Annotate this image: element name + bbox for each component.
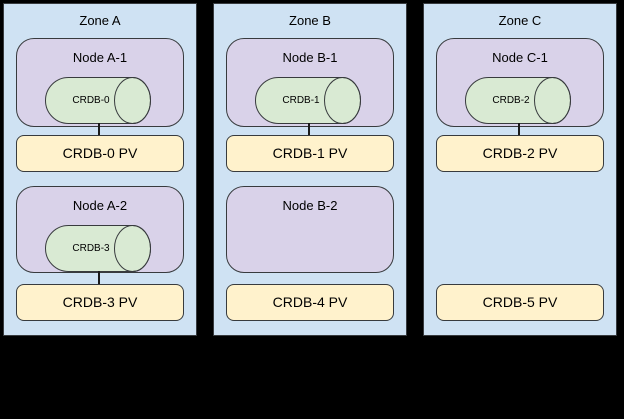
crdb-3-pv-box: CRDB-3 PV: [16, 284, 184, 321]
crdb-5-pv-box: CRDB-5 PV: [436, 284, 604, 321]
crdb-3-label: CRDB-3: [72, 243, 110, 254]
crdb-1-pv-label: CRDB-1 PV: [272, 145, 348, 161]
node-a2-title: Node A-2: [72, 198, 128, 213]
connector-a2-pv: [98, 271, 100, 285]
connector-a1-pv: [98, 123, 100, 136]
crdb-1-pv-box: CRDB-1 PV: [226, 135, 394, 172]
node-b1-title: Node B-1: [282, 50, 338, 65]
node-a1-title: Node A-1: [72, 50, 128, 65]
crdb-2-cylinder-icon: CRDB-2: [465, 77, 571, 124]
crdb-0-cylinder-icon: CRDB-0: [45, 77, 151, 124]
zone-b: Zone B Node B-1 CRDB-1 CRDB-1 PV Node B-…: [213, 3, 407, 336]
crdb-2-pv-label: CRDB-2 PV: [482, 145, 558, 161]
zone-a-title: Zone A: [79, 13, 121, 28]
connector-b1-pv: [308, 123, 310, 136]
node-c1-title: Node C-1: [492, 50, 548, 65]
zone-c-title: Zone C: [498, 13, 542, 28]
node-b2: Node B-2: [226, 186, 394, 273]
crdb-0-label: CRDB-0: [72, 95, 110, 106]
crdb-0-pv-label: CRDB-0 PV: [62, 145, 138, 161]
crdb-1-label: CRDB-1: [282, 95, 320, 106]
crdb-0-pv-box: CRDB-0 PV: [16, 135, 184, 172]
zone-b-title: Zone B: [289, 13, 331, 28]
node-b2-title: Node B-2: [282, 198, 338, 213]
crdb-3-cylinder-icon: CRDB-3: [45, 225, 151, 272]
connector-c1-pv: [518, 123, 520, 136]
crdb-4-pv-label: CRDB-4 PV: [272, 294, 348, 310]
zone-c: Zone C Node C-1 CRDB-2 CRDB-2 PV CRDB-5 …: [423, 3, 617, 336]
crdb-1-cylinder-icon: CRDB-1: [255, 77, 361, 124]
zone-a: Zone A Node A-1 CRDB-0 CRDB-0 PV Node A-…: [3, 3, 197, 336]
crdb-2-pv-box: CRDB-2 PV: [436, 135, 604, 172]
crdb-3-pv-label: CRDB-3 PV: [62, 294, 138, 310]
crdb-2-label: CRDB-2: [492, 95, 530, 106]
crdb-5-pv-label: CRDB-5 PV: [482, 294, 558, 310]
crdb-4-pv-box: CRDB-4 PV: [226, 284, 394, 321]
